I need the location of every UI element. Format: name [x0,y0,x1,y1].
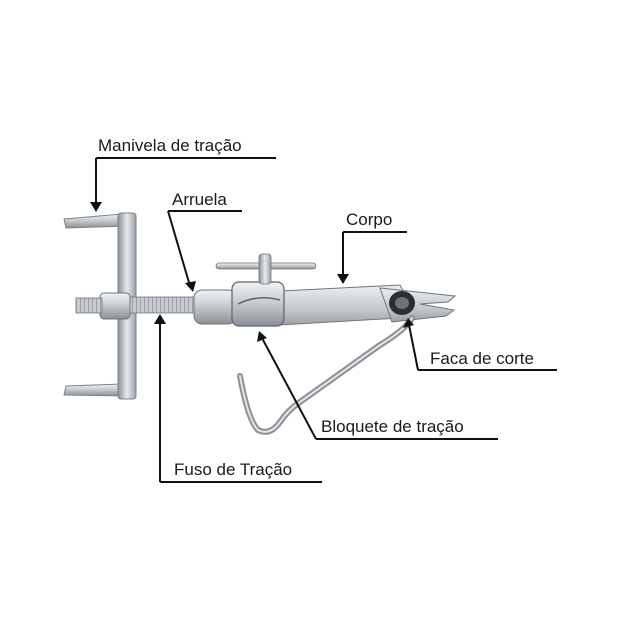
tension-block [215,253,317,327]
leader-arrowheads [90,202,414,342]
washer-collar [193,289,237,325]
label-arruela: Arruela [172,190,227,209]
tool-body [261,284,457,327]
label-corpo: Corpo [346,210,393,229]
label-faca-de-corte: Faca de corte [430,349,534,368]
label-manivela: Manivela de tração [98,136,242,155]
crank-handle [63,212,137,400]
leader-lines [95,157,557,483]
threaded-spindle [129,296,199,314]
wire-hook [237,315,415,435]
label-fuso-de-tracao: Fuso de Tração [174,460,293,479]
label-bloquete-de-tracao: Bloquete de tração [321,417,464,436]
